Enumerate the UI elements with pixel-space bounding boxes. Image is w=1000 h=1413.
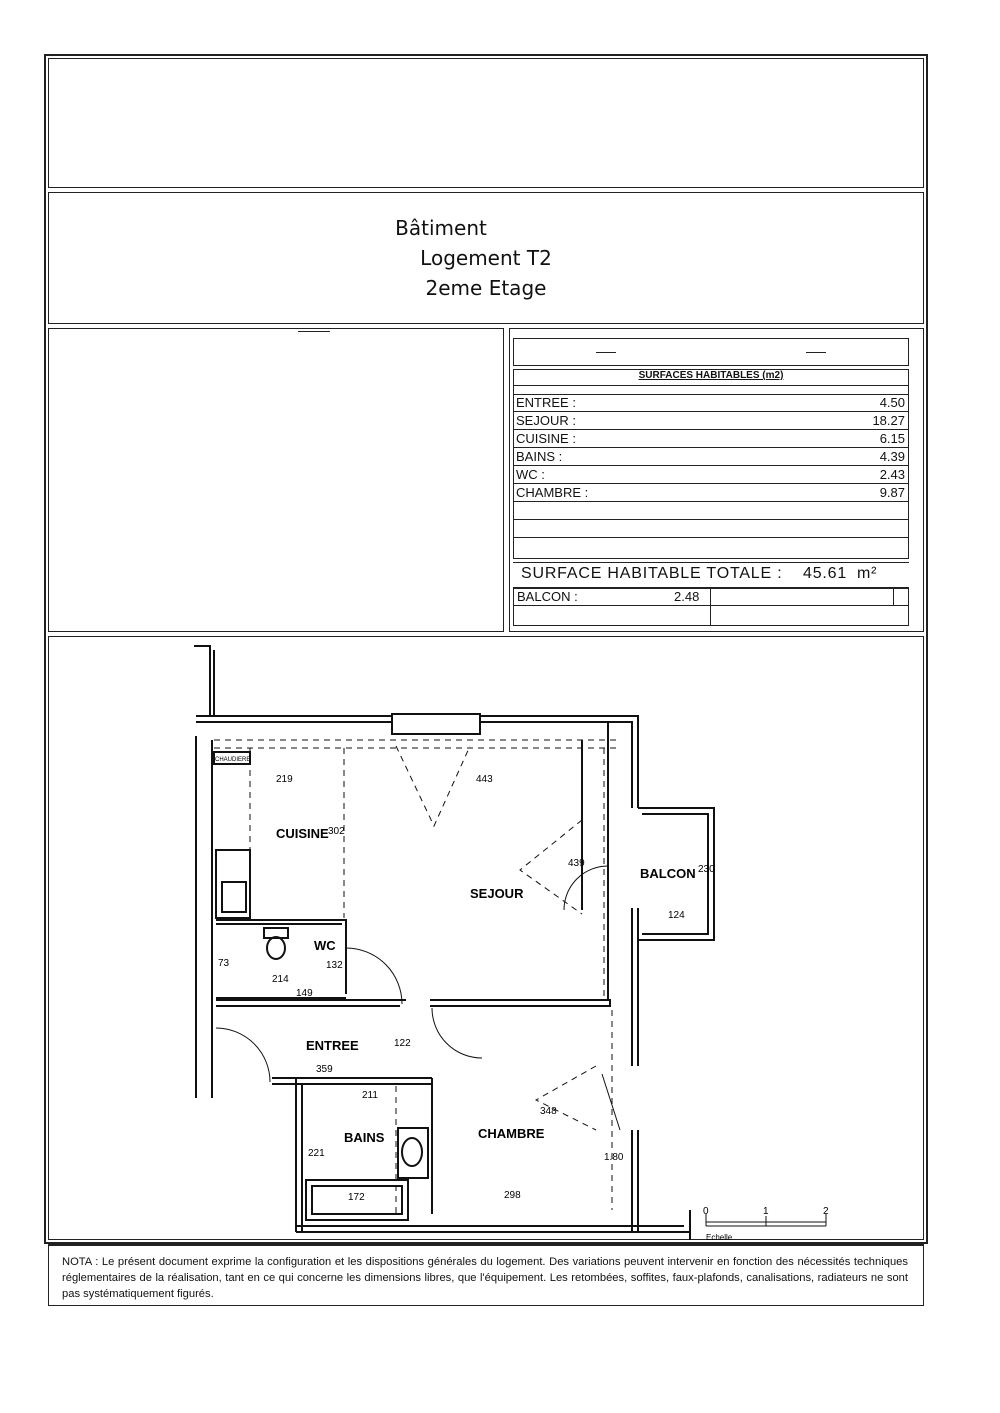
page-frame	[44, 54, 928, 1244]
room-label-entree: ENTREE	[306, 1038, 359, 1053]
dim-298: 298	[504, 1190, 521, 1201]
row-value: 2.43	[879, 467, 905, 482]
scale-label: Echelle	[706, 1233, 733, 1242]
dim-172: 172	[348, 1192, 365, 1203]
dim-221: 221	[308, 1148, 325, 1159]
total-surface: SURFACE HABITABLE TOTALE : 45.61 m²	[513, 562, 909, 588]
total-label: SURFACE HABITABLE TOTALE :	[521, 565, 783, 582]
row-bains: BAINS : 4.39	[513, 448, 908, 466]
walls	[194, 645, 715, 1240]
room-label-sejour: SEJOUR	[470, 886, 524, 901]
balcony-row: BALCON : 2.48	[513, 588, 909, 626]
room-label-bains: BAINS	[344, 1130, 385, 1145]
row-label: CHAMBRE :	[516, 485, 589, 500]
dim-443: 443	[476, 774, 493, 785]
total-unit: m²	[857, 565, 878, 582]
door-swings	[215, 865, 621, 1131]
dim-122: 122	[394, 1038, 411, 1049]
row-wc: WC : 2.43	[513, 466, 908, 484]
surfaces-top-box	[513, 338, 909, 366]
scale-bar	[705, 1214, 827, 1227]
top-box-dash-1	[596, 352, 616, 353]
plan-box	[48, 636, 924, 1240]
surfaces-title: SURFACES HABITABLES (m2)	[638, 370, 784, 381]
dim-149: 149	[296, 988, 313, 999]
scale-0: 0	[703, 1206, 709, 1217]
row-separator-top	[513, 394, 909, 395]
top-box-dash-2	[806, 352, 826, 353]
row-value: 6.15	[879, 431, 905, 446]
row-entree: ENTREE : 4.50	[513, 394, 908, 412]
dim-439: 439	[568, 858, 585, 869]
blank-panel-mark	[298, 331, 330, 332]
row-empty-2	[513, 520, 908, 538]
row-label: ENTREE :	[516, 395, 576, 410]
row-cuisine: CUISINE : 6.15	[513, 430, 908, 448]
nota-box	[48, 1244, 924, 1306]
room-label-cuisine: CUISINE	[276, 826, 329, 841]
blank-panel	[48, 328, 504, 632]
dim-230: 230	[698, 864, 715, 875]
room-label-chambre: CHAMBRE	[478, 1126, 545, 1141]
dashed-lines	[214, 739, 620, 1214]
balcony-label: BALCON :	[517, 589, 578, 604]
dim-214: 214	[272, 974, 289, 985]
surfaces-title-rule	[513, 385, 909, 386]
dim-211: 211	[362, 1090, 378, 1101]
balcony-divider-2	[514, 605, 908, 606]
dim-180: 1.80	[604, 1152, 624, 1163]
row-sejour: SEJOUR : 18.27	[513, 412, 908, 430]
total-value: 45.61	[803, 565, 848, 582]
header-box	[48, 58, 924, 188]
row-label: CUISINE :	[516, 431, 576, 446]
row-label: SEJOUR :	[516, 413, 576, 428]
surfaces-panel	[509, 328, 924, 632]
row-label: WC :	[516, 467, 545, 482]
row-empty-1	[513, 502, 908, 520]
dim-132: 132	[326, 960, 343, 971]
balcony-divider-3	[893, 589, 894, 605]
surfaces-table	[513, 369, 909, 559]
row-value: 4.39	[879, 449, 905, 464]
row-value: 18.27	[872, 413, 905, 428]
title-block: Bâtiment Logement T2 2eme Etage	[48, 192, 924, 324]
floor-label: 2eme Etage	[425, 276, 547, 300]
dim-124: 124	[668, 910, 685, 921]
row-value: 4.50	[879, 395, 905, 410]
row-value: 9.87	[879, 485, 905, 500]
dim-73: 73	[218, 958, 230, 969]
room-label-balcon: BALCON	[640, 866, 696, 881]
scale-2: 2	[823, 1206, 829, 1217]
building-label: Bâtiment	[395, 216, 487, 240]
row-label: BAINS :	[516, 449, 563, 464]
scale-1: 1	[763, 1206, 769, 1217]
dim-302: 302	[328, 826, 345, 837]
title-box	[48, 192, 924, 324]
dim-219: 219	[276, 774, 293, 785]
balcony-divider-1	[710, 589, 711, 625]
dim-359: 359	[316, 1064, 333, 1075]
room-label-chaudiere: CHAUDIERE	[215, 757, 250, 763]
row-chambre: CHAMBRE : 9.87	[513, 484, 908, 502]
unit-label: Logement T2	[420, 246, 552, 270]
dim-348: 348	[540, 1106, 557, 1117]
nota-text: NOTA : Le présent document exprime la co…	[62, 1256, 908, 1300]
room-label-wc: WC	[314, 938, 336, 953]
balcony-value: 2.48	[674, 589, 700, 604]
